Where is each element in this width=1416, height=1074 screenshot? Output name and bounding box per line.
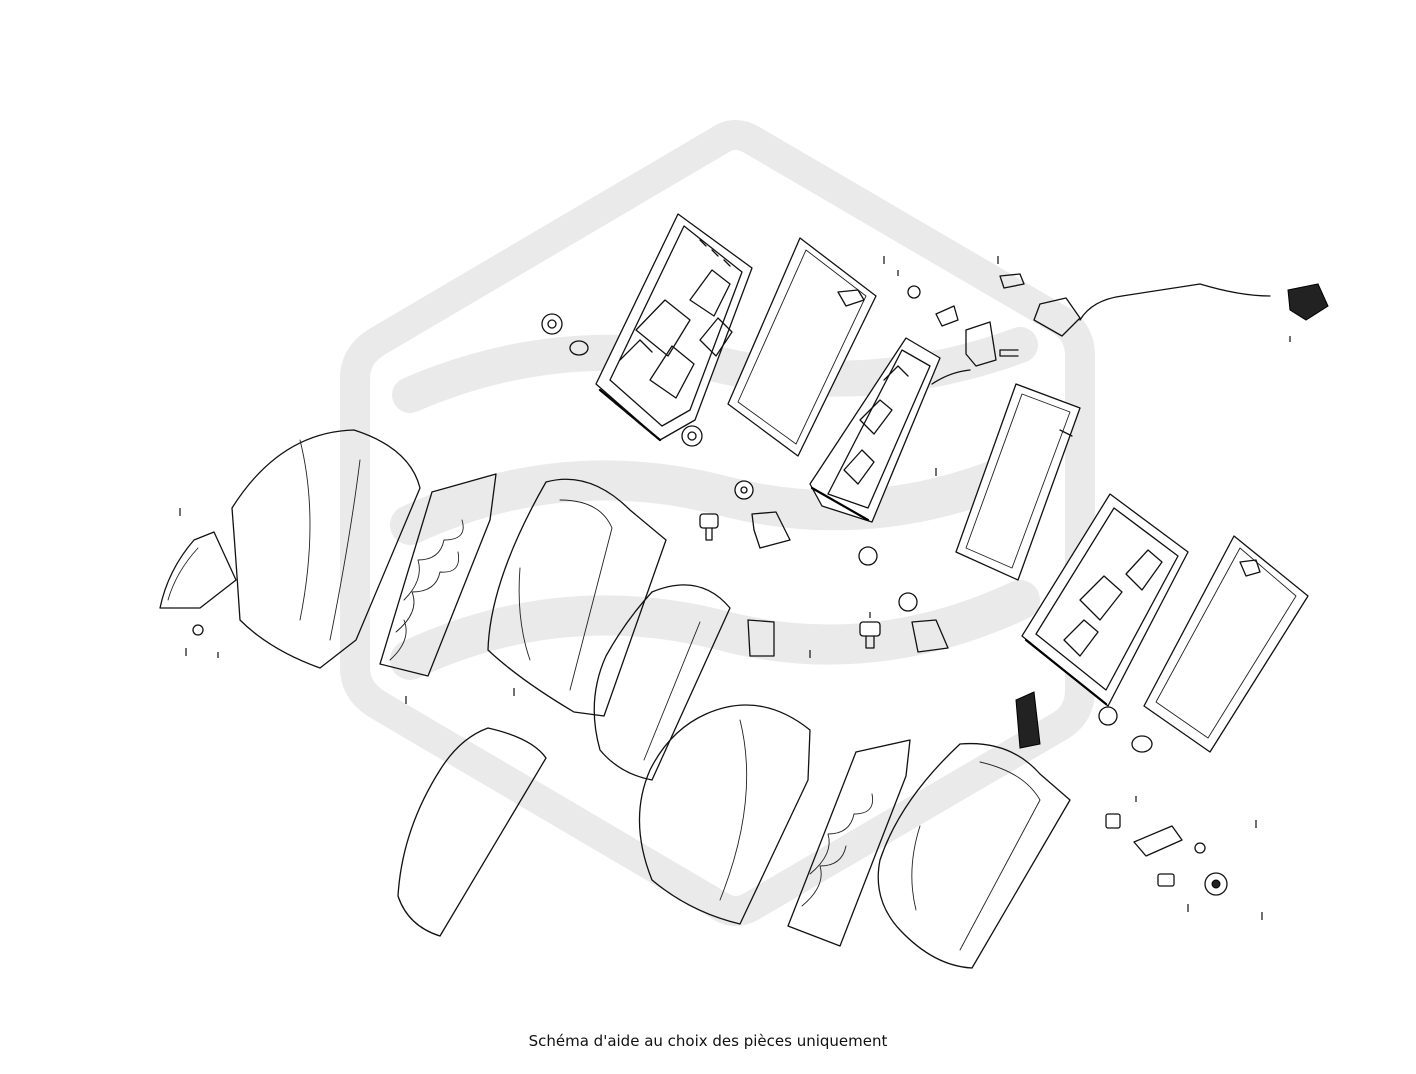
diagram-caption: Schéma d'aide au choix des pièces unique… bbox=[528, 1032, 888, 1050]
seat-cushion-pad-left bbox=[379, 473, 497, 677]
seatback-frame-left bbox=[595, 213, 753, 442]
backrest-panel-center bbox=[955, 383, 1081, 581]
seat-cushion-cover-center bbox=[638, 704, 811, 925]
backrest-panel-top bbox=[727, 237, 877, 457]
seat-foam-right bbox=[877, 742, 1071, 969]
cushion-side-bolster bbox=[593, 584, 731, 781]
reference-tick-marks bbox=[179, 256, 1291, 920]
headrest-cover bbox=[397, 727, 547, 937]
backrest-panel-right bbox=[1143, 535, 1309, 753]
small-hardware-top bbox=[541, 285, 1228, 896]
seatback-frame-center bbox=[809, 337, 941, 523]
seat-foam-left bbox=[487, 478, 667, 717]
seat-cushion-pad-center bbox=[787, 739, 911, 947]
seat-cushion-cover-left bbox=[231, 429, 421, 669]
seatback-frame-right bbox=[1021, 493, 1189, 707]
release-cable bbox=[999, 273, 1329, 337]
side-trim-panel bbox=[159, 531, 237, 636]
